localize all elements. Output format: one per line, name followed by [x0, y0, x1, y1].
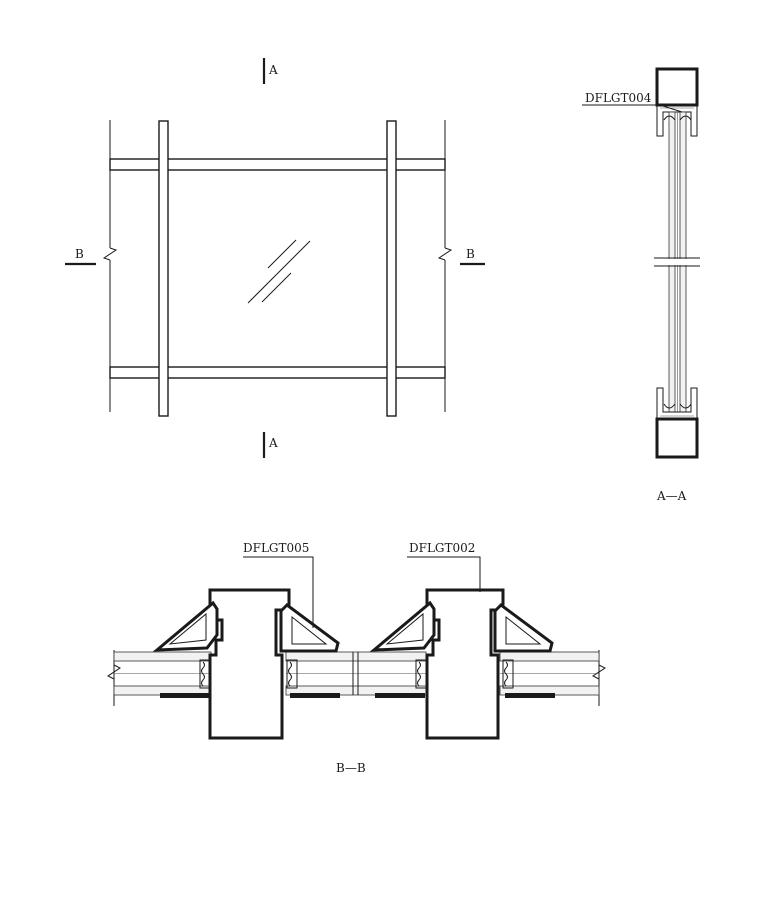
section-aa-view: DFLGT004 A—A: [582, 67, 700, 503]
bb-caption: B—B: [336, 761, 366, 775]
aa-bottom-profile: [655, 417, 699, 459]
aa-callout-leader: [582, 104, 683, 113]
glass-hatch: [247, 239, 311, 304]
section-a-top-label: A: [268, 63, 278, 77]
bb-cover-caps: [152, 600, 554, 653]
right-mullion: [386, 120, 397, 417]
left-mullion: [158, 120, 169, 417]
bb-glass-band: [113, 651, 600, 696]
aa-caption: A—A: [656, 489, 687, 503]
section-b-right-label: B: [466, 247, 475, 261]
elevation-view: A A B B: [65, 58, 485, 458]
bb-callout-right-label: DFLGT002: [409, 541, 475, 555]
bb-right-mullion-profile: [425, 588, 505, 740]
bb-left-mullion-profile: [208, 588, 291, 740]
bb-callout-right-leader: [407, 556, 481, 592]
top-transom: [109, 158, 446, 171]
section-bb-view: DFLGT005 DFLGT002 B—B: [107, 541, 606, 775]
section-b-left-label: B: [75, 247, 84, 261]
section-a-bottom-label: A: [268, 436, 278, 450]
aa-callout-label: DFLGT004: [585, 91, 652, 105]
bb-callout-left-leader: [243, 556, 314, 628]
aa-top-profile: [655, 67, 699, 107]
bb-bottom-plates: [160, 693, 555, 698]
bb-callout-left-label: DFLGT005: [243, 541, 309, 555]
bottom-transom: [109, 366, 446, 379]
